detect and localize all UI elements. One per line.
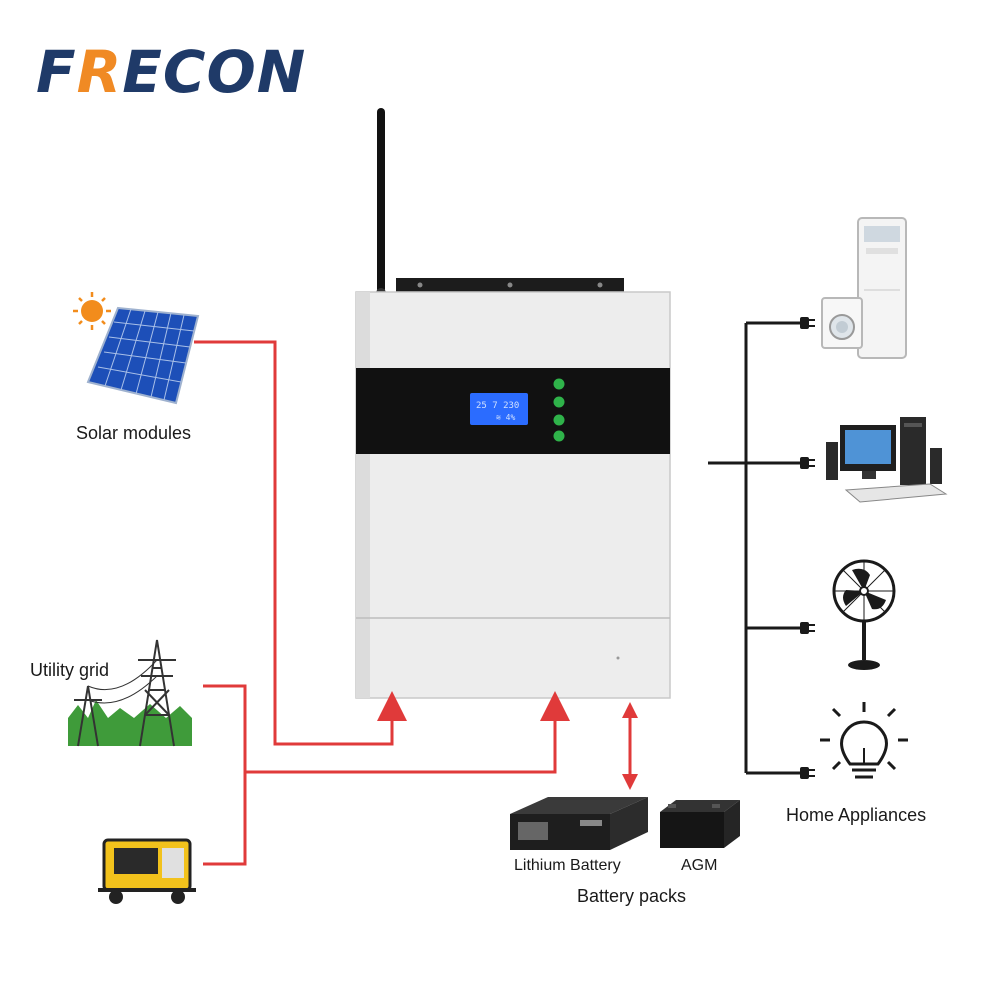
- lithium-battery-icon: [510, 797, 648, 850]
- brand-logo: FRECON: [36, 38, 306, 106]
- fan-icon: [832, 559, 896, 670]
- lcd-display: [470, 393, 528, 425]
- label-utility-grid: Utility grid: [30, 660, 110, 680]
- label-home-appliances: Home Appliances: [786, 805, 927, 825]
- logo-letter-r: R: [76, 38, 123, 106]
- light-bulb-icon: [820, 702, 908, 779]
- inverter: 25 7 230 ≋ 4%: [355, 108, 671, 699]
- power-tower-icon: [68, 639, 192, 747]
- air-conditioner-icon: [857, 217, 907, 359]
- label-battery-packs: Battery packs: [577, 886, 687, 906]
- plug-icon: [800, 317, 815, 779]
- label-agm: AGM: [681, 857, 718, 874]
- sun-icon: [73, 292, 111, 330]
- logo-rest: ECON: [122, 38, 307, 106]
- input-wiring: [194, 340, 638, 866]
- inverter-body: [355, 291, 671, 699]
- solar-panel-icon: [86, 306, 200, 405]
- desktop-computer-icon: [826, 417, 948, 503]
- logo-letter-f: F: [36, 38, 77, 106]
- output-wiring: [708, 321, 800, 775]
- generator-icon: [98, 838, 196, 904]
- svg-text:≋ 4%: ≋ 4%: [496, 413, 515, 422]
- washing-machine-icon: [821, 297, 863, 349]
- label-lithium-battery: Lithium Battery: [514, 857, 621, 874]
- antenna-icon: [376, 108, 386, 298]
- control-buttons: [553, 378, 565, 442]
- svg-text:25 7 230: 25 7 230: [476, 401, 519, 411]
- agm-battery-icon: [660, 800, 740, 848]
- label-solar-modules: Solar modules: [76, 423, 192, 443]
